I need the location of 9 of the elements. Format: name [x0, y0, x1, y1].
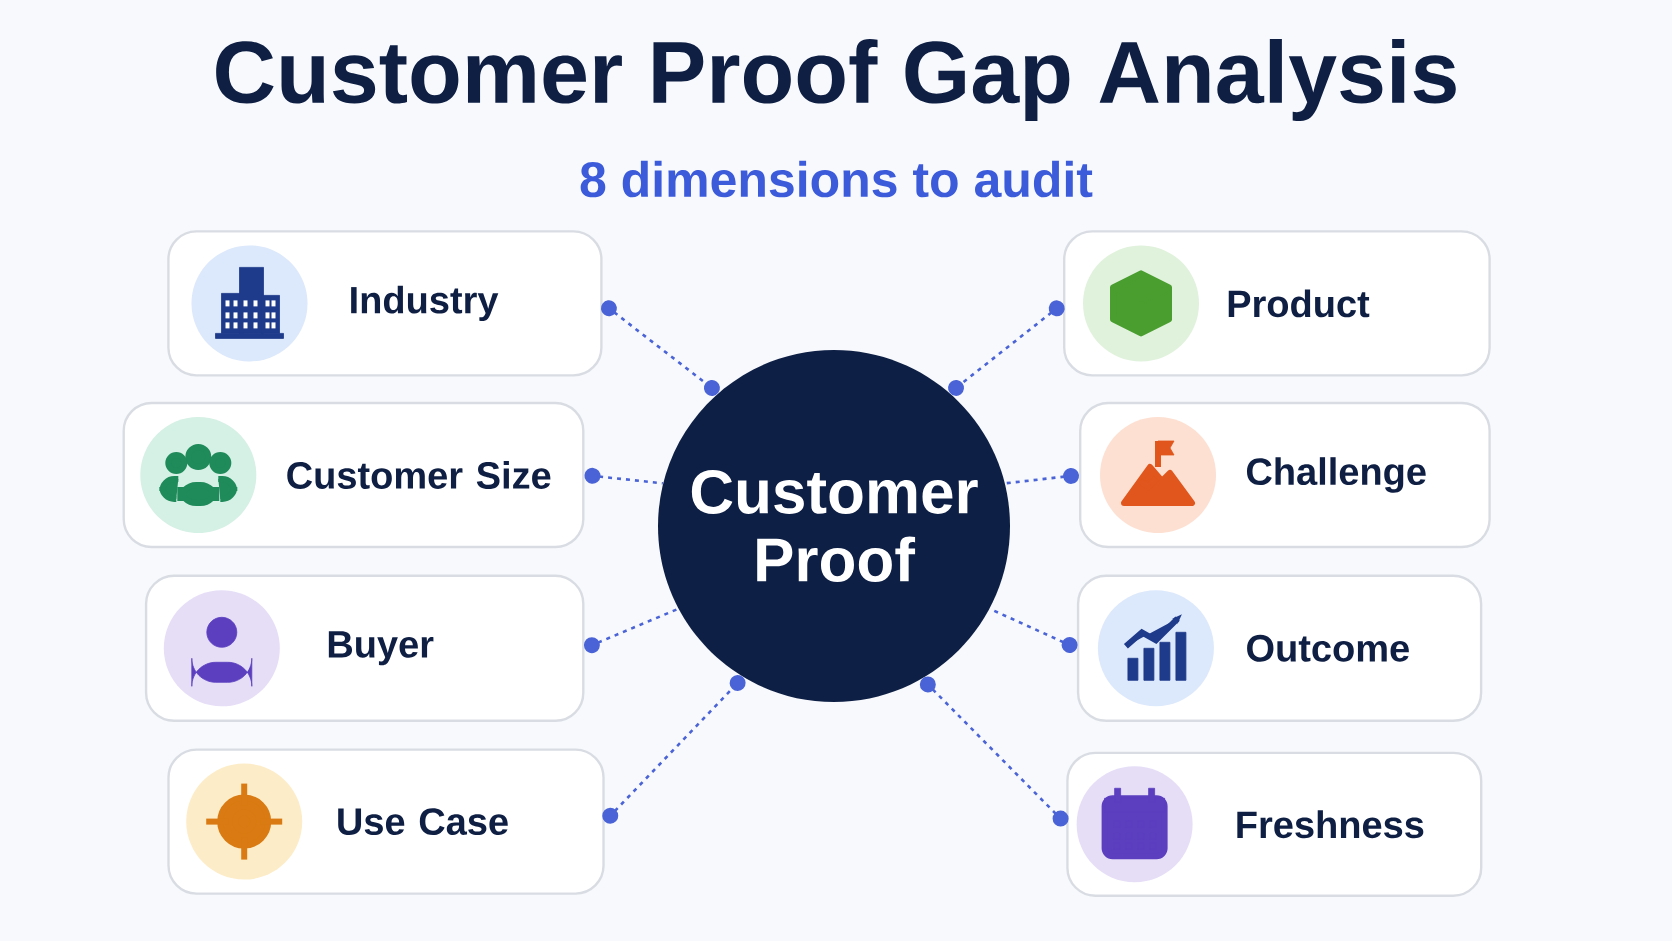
connector — [584, 467, 663, 485]
title: Customer Proof Gap Analysis — [216, 39, 1456, 121]
connector — [600, 300, 720, 396]
connector — [948, 300, 1065, 396]
connector — [1005, 467, 1080, 485]
connector — [583, 607, 679, 654]
connector — [919, 676, 1069, 827]
subtitle: 8 dimensions to audit — [580, 160, 1093, 198]
connector — [602, 675, 746, 824]
